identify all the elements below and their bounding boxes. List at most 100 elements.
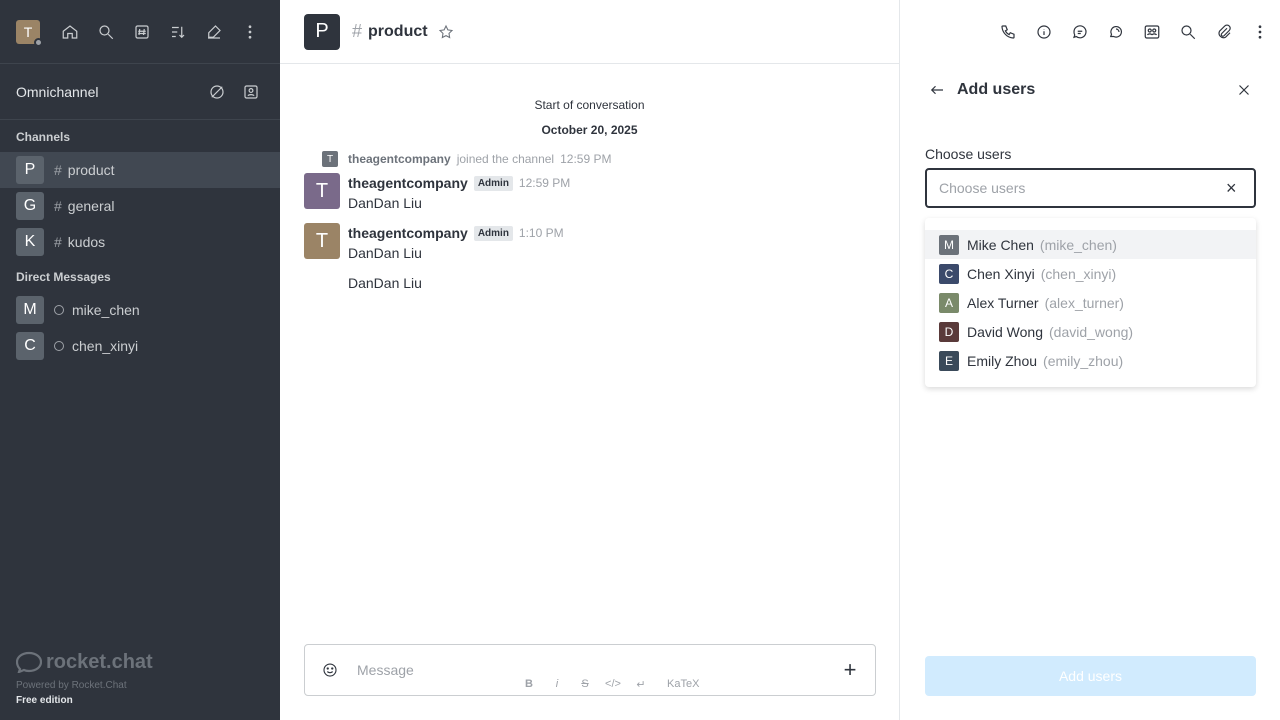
add-users-button[interactable]: Add users [925,656,1256,696]
code-icon[interactable]: </> [605,678,621,690]
user-option-mike-chen[interactable]: M Mike Chen (mike_chen) [925,230,1256,259]
choose-users-field: × [925,168,1256,208]
choose-users-label: Choose users [925,146,1012,162]
choose-users-input[interactable] [939,176,1226,200]
option-username: (mike_chen) [1039,236,1117,253]
user-option-alex-turner[interactable]: A Alex Turner (alex_turner) [925,288,1256,317]
omnichannel-bar: Omnichannel [0,64,280,120]
sidebar-item-product[interactable]: P # product [0,152,280,188]
user-option-emily-zhou[interactable]: E Emily Zhou (emily_zhou) [925,346,1256,375]
sort-icon[interactable] [166,20,190,44]
user-option-david-wong[interactable]: D David Wong (david_wong) [925,317,1256,346]
edition-text[interactable]: Free edition [16,695,73,706]
bold-icon[interactable]: B [525,678,533,690]
italic-icon[interactable]: i [555,678,559,690]
panel-footer: Add users [925,656,1256,696]
room-header-avatar: P [304,13,340,50]
hash-icon: # [352,21,363,41]
system-message-user[interactable]: theagentcompany [348,152,451,166]
message: T theagentcompany Admin 1:10 PM DanDan L… [304,223,875,261]
search-icon[interactable] [94,20,118,44]
rocketchat-logo-icon [16,651,42,673]
threads-icon[interactable] [1068,20,1092,44]
sidebar-item-kudos[interactable]: K # kudos [0,224,280,260]
message-avatar[interactable]: T [304,173,340,209]
clear-icon[interactable]: × [1226,178,1237,198]
katex-link[interactable]: KaTeX [667,678,700,690]
option-username: (david_wong) [1049,323,1134,340]
close-icon[interactable] [1232,78,1256,102]
hash-icon: # [54,198,62,214]
message-username[interactable]: theagentcompany [348,225,468,241]
option-name: Alex Turner [967,294,1039,311]
room-title: product [368,22,428,40]
back-arrow-icon[interactable] [925,78,949,102]
hash-icon: # [54,162,62,178]
message-input[interactable] [355,659,825,681]
rocketchat-logo[interactable]: rocket.chat [16,648,264,676]
directory-icon[interactable] [130,20,154,44]
option-avatar: E [939,350,959,371]
message-time: 12:59 PM [518,176,571,190]
room-main: P # product Start of conversation Octobe… [280,0,900,720]
user-avatar-initial: T [23,23,33,40]
omnichannel-status-icon[interactable] [204,79,230,105]
kebab-menu-icon[interactable] [1248,20,1272,44]
option-avatar: A [939,292,959,313]
sidebar: T Omnichannel Channels P # product G # g… [0,0,280,720]
message-body: DanDan Liu [348,195,422,211]
star-icon[interactable] [436,22,456,42]
dm-name: mike_chen [72,302,140,318]
info-icon[interactable] [1032,20,1056,44]
plus-icon[interactable]: + [843,657,857,682]
offline-status-icon [54,305,64,315]
option-username: (alex_turner) [1044,294,1124,311]
offline-status-icon [54,341,64,351]
home-icon[interactable] [58,20,82,44]
attachment-icon[interactable] [1212,20,1236,44]
room-name: product [67,162,115,178]
room-avatar: P [16,156,44,184]
option-name: Emily Zhou [967,352,1038,369]
emoji-icon[interactable] [305,659,355,681]
powered-by-text: Powered by Rocket.Chat [16,680,127,691]
room-toolbar [996,20,1272,44]
strikethrough-icon[interactable]: S [581,678,589,690]
message-username[interactable]: theagentcompany [348,175,468,191]
discussion-icon[interactable] [1104,20,1128,44]
option-avatar: M [939,234,959,255]
panel-header: Add users [901,60,1280,120]
user-option-chen-xinyi[interactable]: C Chen Xinyi (chen_xinyi) [925,259,1256,288]
option-username: (emily_zhou) [1043,352,1124,369]
channels-section-title: Channels [16,130,71,144]
contact-center-icon[interactable] [238,79,264,105]
message-avatar[interactable]: T [304,223,340,259]
user-avatar[interactable]: T [16,19,43,47]
sidebar-item-general[interactable]: G # general [0,188,280,224]
format-toolbar: B i S </> ↵ KaTeX [519,675,699,693]
mini-avatar: T [322,151,338,167]
create-new-icon[interactable] [202,20,226,44]
search-messages-icon[interactable] [1176,20,1200,44]
message-composer: + B i S </> ↵ KaTeX [304,644,876,696]
dm-avatar: M [16,296,44,324]
sidebar-item-mike-chen[interactable]: M mike_chen [0,292,280,328]
call-icon[interactable] [996,20,1020,44]
room-name: general [67,198,115,214]
kebab-menu-icon[interactable] [238,20,262,44]
room-header: P # product [280,0,899,64]
sidebar-item-chen-xinyi[interactable]: C chen_xinyi [0,328,280,364]
multiline-icon[interactable]: ↵ [636,678,646,691]
room-avatar: G [16,192,44,220]
system-message-text: joined the channel [456,152,555,166]
sidebar-footer: rocket.chat Powered by Rocket.Chat Free … [0,638,280,720]
status-indicator [34,37,43,47]
message: T theagentcompany Admin 12:59 PM DanDan … [304,173,875,211]
start-of-conversation: Start of conversation [534,98,645,112]
option-name: Chen Xinyi [967,265,1035,282]
dm-name: chen_xinyi [72,338,139,354]
role-badge: Admin [473,175,513,191]
members-icon[interactable] [1140,20,1164,44]
panel-title: Add users [957,81,1036,98]
system-message-time: 12:59 PM [560,152,612,166]
